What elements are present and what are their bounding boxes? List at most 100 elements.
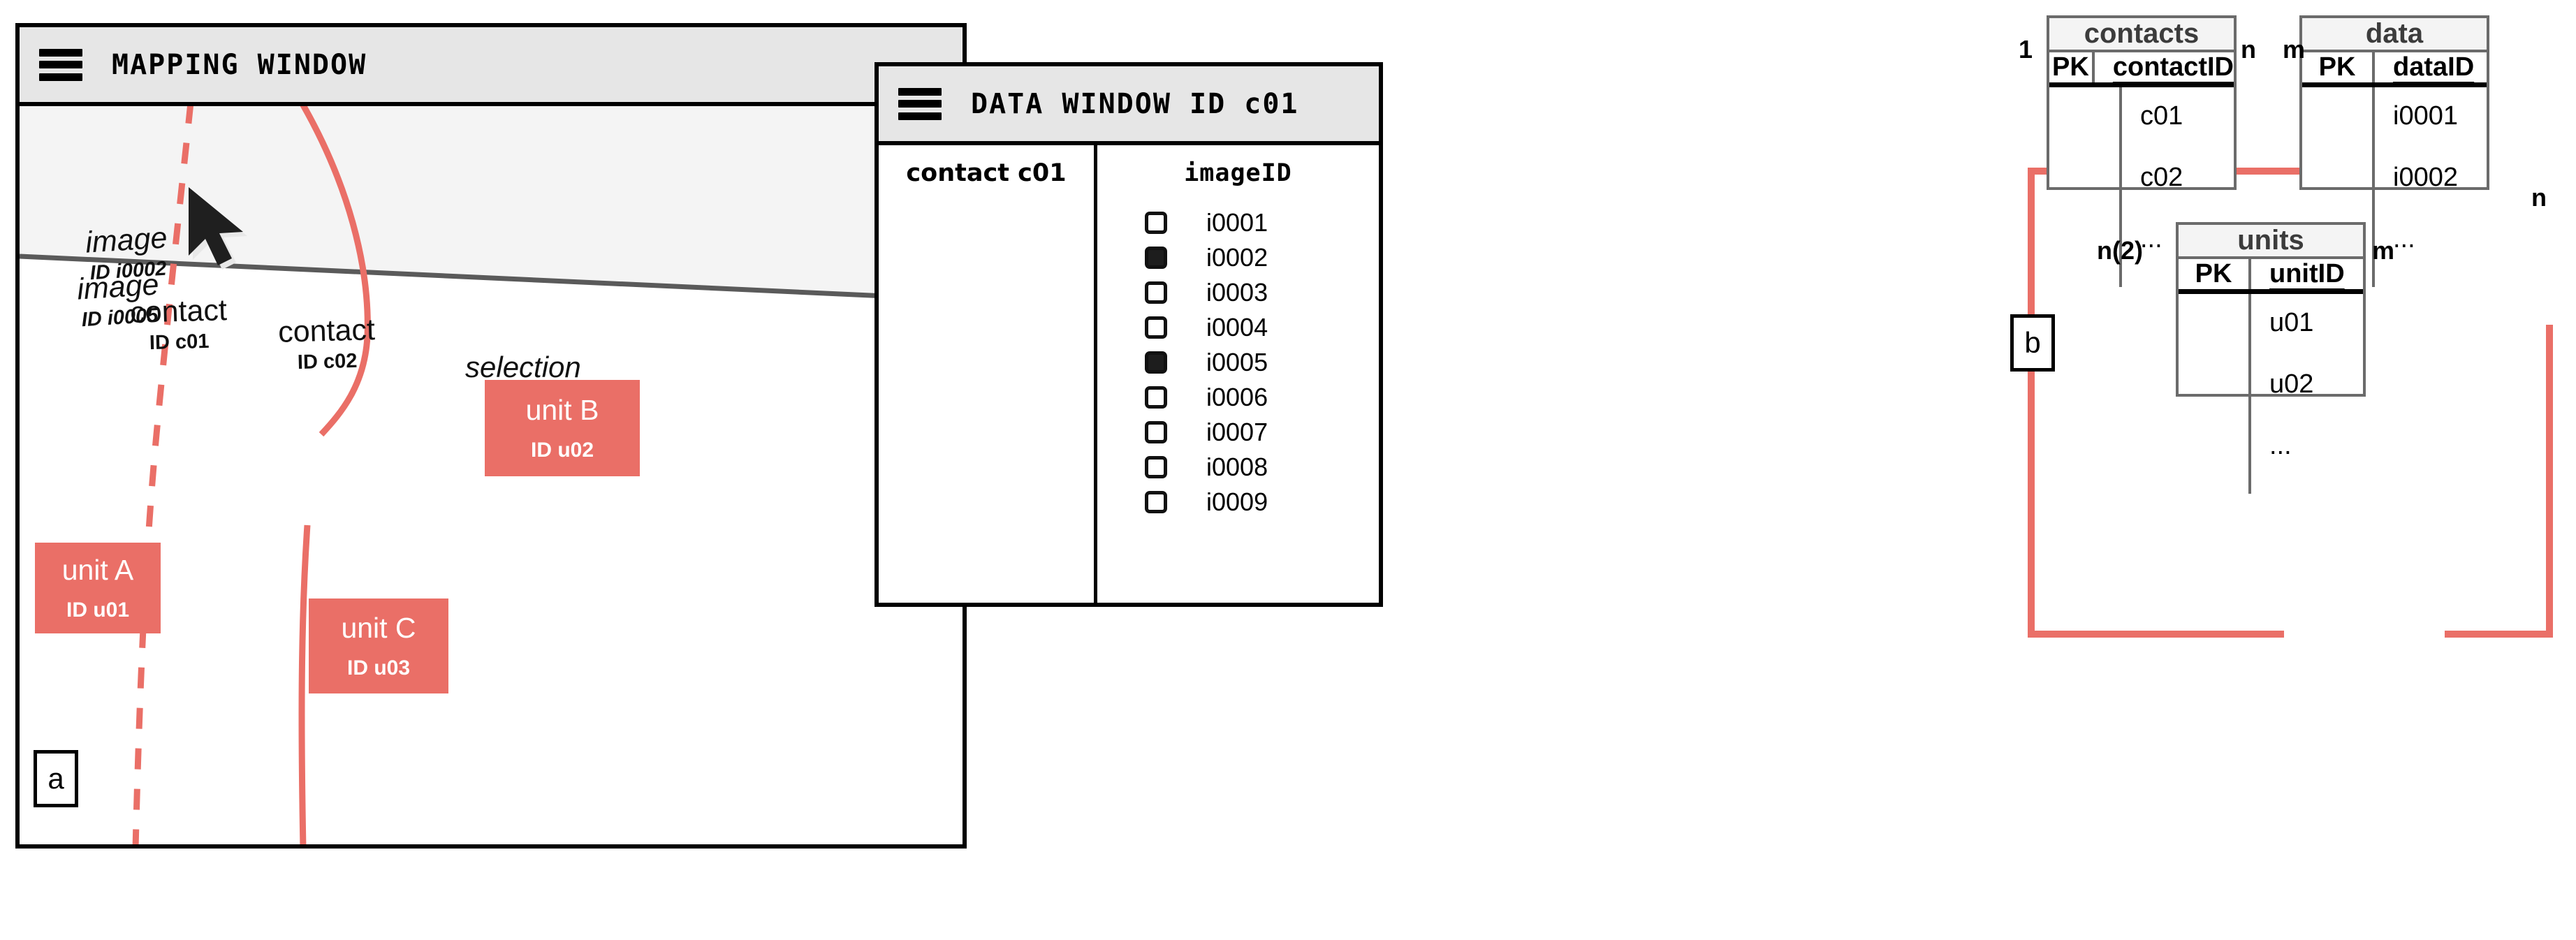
mouse-pointer-icon — [189, 187, 247, 270]
er-empty-key-cell — [2049, 87, 2122, 287]
cardinality-contacts-right: n — [2241, 35, 2256, 64]
checkbox-icon[interactable] — [1145, 212, 1167, 234]
panel-letter-a: a — [34, 750, 78, 807]
cardinality-units-left: n(2) — [2097, 236, 2143, 265]
contact-label-c02: contact ID c02 — [277, 313, 376, 374]
image-id-row[interactable]: i0009 — [1097, 485, 1379, 520]
er-rows-units: u01 u02... — [2251, 294, 2363, 494]
er-table-contacts-rows: c01 c02... — [2049, 87, 2234, 287]
er-table-row: ... — [2393, 224, 2415, 254]
contact-label-c01: contact ID c01 — [129, 293, 228, 355]
pk-field: dataID — [2393, 52, 2475, 82]
er-table-row: i0002 — [2393, 163, 2458, 192]
cardinality-data-left: m — [2283, 35, 2306, 64]
checkbox-checked-icon[interactable] — [1145, 247, 1167, 269]
image-region-i0002 — [20, 106, 963, 298]
checkbox-icon[interactable] — [1145, 491, 1167, 513]
contact-c02-line-lower — [298, 524, 311, 844]
er-table-data[interactable]: data PK dataID i0001 i0002... — [2299, 15, 2489, 287]
pk-label: PK — [2302, 52, 2375, 82]
er-table-row: ... — [2140, 224, 2162, 254]
er-table-data-rows: i0001 i0002... — [2302, 87, 2487, 287]
image-id-row[interactable]: i0004 — [1097, 310, 1379, 345]
er-table-contacts-keyrow: PK contactID — [2049, 52, 2234, 87]
image-id-label: i0001 — [1206, 208, 1268, 237]
contact-column-header: contact c01 — [906, 159, 1067, 187]
selection-label: selection — [465, 351, 581, 383]
unit-box-u03[interactable]: unit C ID u03 — [309, 598, 448, 693]
image-id-label: i0003 — [1206, 278, 1268, 307]
relationship-contacts-units — [2028, 168, 2284, 638]
image-boundary-line — [20, 254, 963, 302]
image-id-row[interactable]: i0001 — [1097, 205, 1379, 240]
pk-field: unitID — [2269, 259, 2345, 288]
er-table-row: u02 — [2269, 369, 2314, 399]
cardinality-units-right: m — [2372, 236, 2395, 265]
image-id-label: i0008 — [1206, 453, 1268, 481]
data-window-body: contact c01 imageID i0001 i0002 i0003 i0004… — [879, 145, 1379, 603]
image-id-row[interactable]: i0002 — [1097, 240, 1379, 275]
er-table-data-header: data — [2302, 18, 2487, 52]
image-id-label: i0002 — [1206, 243, 1268, 272]
image-id-row[interactable]: i0005 — [1097, 345, 1379, 380]
data-window[interactable]: DATA WINDOW ID c01 contact c01 imageID i… — [874, 62, 1383, 607]
checkbox-icon[interactable] — [1145, 421, 1167, 443]
image-id-row[interactable]: i0006 — [1097, 380, 1379, 415]
mapping-window[interactable]: MAPPING WINDOW selection — [15, 23, 967, 849]
relationship-data-units — [2445, 325, 2553, 638]
er-rows-contacts: c01 c02... — [2122, 87, 2234, 287]
er-table-row: u01 — [2269, 308, 2314, 337]
data-window-titlebar[interactable]: DATA WINDOW ID c01 — [879, 66, 1379, 145]
cardinality-data-bottom: n — [2531, 183, 2547, 212]
er-table-units-header: units — [2179, 225, 2363, 259]
image-id-label: i0005 — [1206, 348, 1268, 376]
er-rows-data: i0001 i0002... — [2375, 87, 2487, 287]
image-id-row[interactable]: i0003 — [1097, 275, 1379, 310]
er-table-contacts-header: contacts — [2049, 18, 2234, 52]
er-table-data-keyrow: PK dataID — [2302, 52, 2487, 87]
pk-label: PK — [2179, 259, 2251, 289]
er-table-units-rows: u01 u02... — [2179, 294, 2363, 494]
mapping-window-titlebar[interactable]: MAPPING WINDOW — [20, 27, 963, 106]
checkbox-checked-icon[interactable] — [1145, 351, 1167, 374]
hamburger-menu-icon[interactable] — [898, 87, 942, 120]
image-id-label: i0004 — [1206, 313, 1268, 342]
er-table-units[interactable]: units PK unitID u01 u02... — [2176, 222, 2366, 494]
image-id-row[interactable]: i0007 — [1097, 415, 1379, 450]
contact-c02-line-upper — [300, 106, 371, 437]
panel-letter-b: b — [2010, 314, 2055, 372]
er-empty-key-cell — [2179, 294, 2251, 494]
er-table-row: c01 — [2140, 101, 2183, 131]
cardinality-contacts-left: 1 — [2019, 35, 2033, 64]
checkbox-icon[interactable] — [1145, 281, 1167, 304]
data-window-title: DATA WINDOW ID c01 — [971, 87, 1299, 120]
map-geometry — [20, 106, 963, 844]
panel-b-er-diagram: contacts PK contactID c01 c02... data PK … — [1299, 0, 2576, 940]
checkbox-icon[interactable] — [1145, 456, 1167, 478]
er-table-row: c02 — [2140, 163, 2183, 192]
contact-column: contact c01 — [879, 145, 1097, 603]
er-table-row: i0001 — [2393, 101, 2458, 131]
image-id-checkbox-list[interactable]: i0001 i0002 i0003 i0004 i0005 i0006 i0007 i0008… — [1097, 205, 1379, 520]
panel-a-mapping: MAPPING WINDOW selection — [15, 23, 1383, 849]
image-id-label: i0007 — [1206, 418, 1268, 446]
hamburger-menu-icon[interactable] — [39, 48, 82, 81]
checkbox-icon[interactable] — [1145, 386, 1167, 409]
er-table-contacts[interactable]: contacts PK contactID c01 c02... — [2047, 15, 2237, 287]
image-id-label: i0006 — [1206, 383, 1268, 411]
image-id-column-header: imageID — [1184, 159, 1292, 187]
pk-label: PK — [2049, 52, 2095, 82]
er-empty-key-cell — [2302, 87, 2375, 287]
contact-c01-line — [132, 106, 194, 844]
unit-box-u01[interactable]: unit A ID u01 — [35, 543, 161, 633]
unit-box-u02[interactable]: unit B ID u02 — [485, 380, 640, 476]
image-id-row[interactable]: i0008 — [1097, 450, 1379, 485]
er-table-units-keyrow: PK unitID — [2179, 259, 2363, 294]
mapping-window-title: MAPPING WINDOW — [112, 48, 367, 81]
er-table-row: ... — [2269, 431, 2292, 460]
image-id-label: i0009 — [1206, 487, 1268, 516]
pk-field: contactID — [2112, 52, 2234, 82]
checkbox-icon[interactable] — [1145, 316, 1167, 339]
mapping-canvas[interactable]: selection image ID i0002 image ID i0005 … — [20, 106, 963, 844]
